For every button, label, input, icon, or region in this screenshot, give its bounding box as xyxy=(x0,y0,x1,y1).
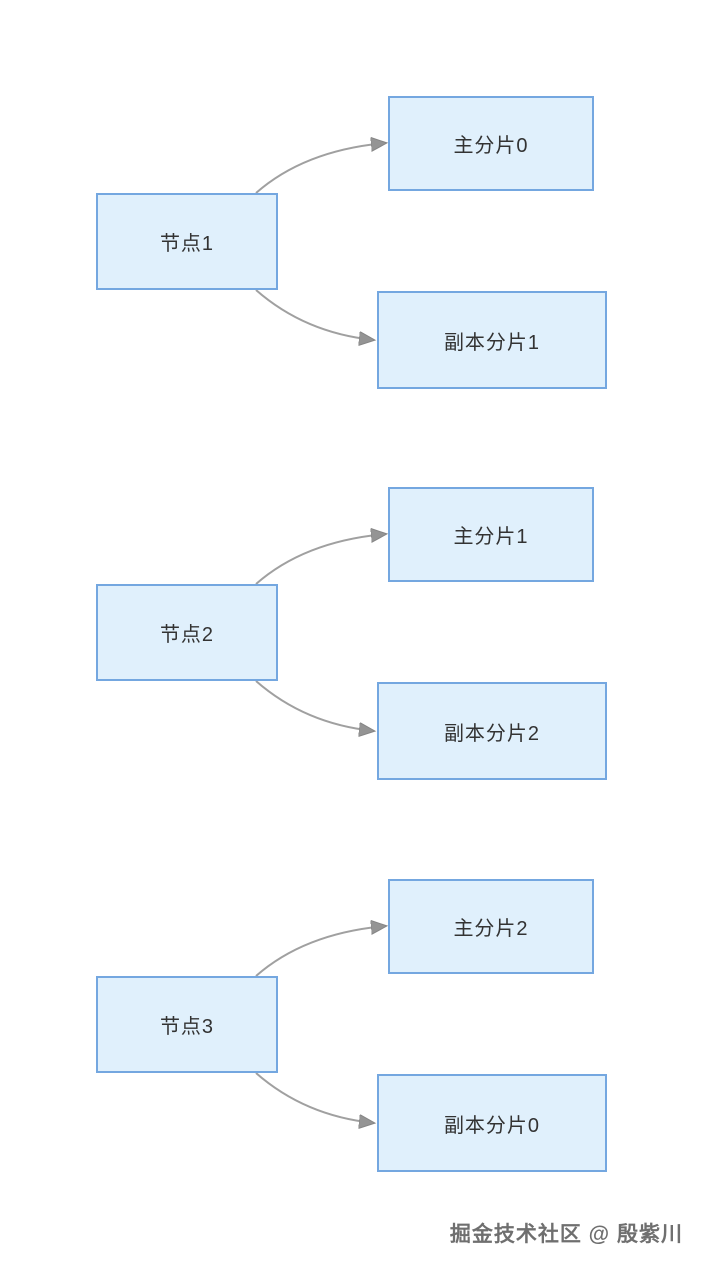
node-group-2: 主分片1 节点2 副本分片2 xyxy=(0,487,701,780)
watermark: 掘金技术社区 @ 殷紫川 xyxy=(449,1223,683,1246)
replica-shard-box: 副本分片1 xyxy=(377,291,607,389)
primary-shard-box: 主分片1 xyxy=(388,487,594,582)
node-box: 节点3 xyxy=(96,976,278,1073)
node-group-1: 主分片0 节点1 副本分片1 xyxy=(0,96,701,389)
node-box: 节点1 xyxy=(96,193,278,290)
node-group-3: 主分片2 节点3 副本分片0 xyxy=(0,879,701,1172)
node-box: 节点2 xyxy=(96,584,278,681)
replica-shard-box: 副本分片0 xyxy=(377,1074,607,1172)
replica-shard-box: 副本分片2 xyxy=(377,682,607,780)
primary-shard-box: 主分片0 xyxy=(388,96,594,191)
primary-shard-box: 主分片2 xyxy=(388,879,594,974)
